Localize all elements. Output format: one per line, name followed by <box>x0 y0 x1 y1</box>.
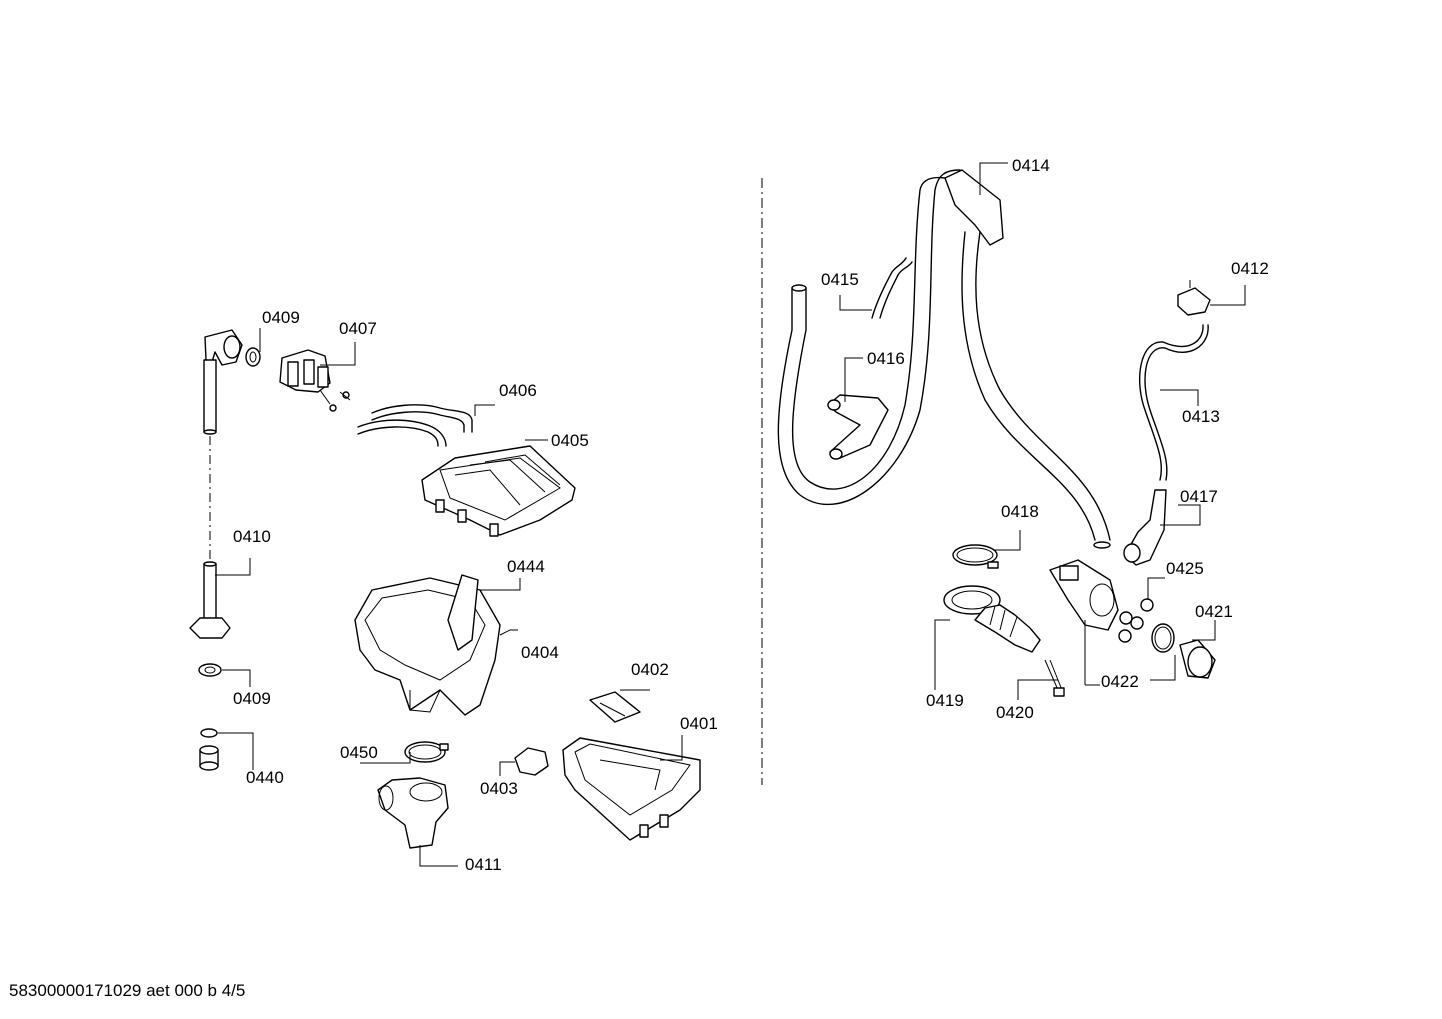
part-0417-air-trap[interactable] <box>1123 489 1167 566</box>
label-0421: 0421 <box>1195 602 1233 621</box>
label-0411: 0411 <box>465 855 502 874</box>
label-0419: 0419 <box>926 691 964 710</box>
part-0413-tube[interactable] <box>1138 324 1209 481</box>
label-0416: 0416 <box>867 349 905 368</box>
label-0414: 0414 <box>1012 156 1050 175</box>
part-0405-distributor[interactable] <box>421 445 576 537</box>
label-0406: 0406 <box>499 381 537 400</box>
label-0405: 0405 <box>551 431 589 450</box>
label-0402: 0402 <box>631 660 669 679</box>
part-0404-housing[interactable] <box>354 574 501 716</box>
part-0450-clamp[interactable] <box>404 741 449 763</box>
part-0422-pump[interactable] <box>1049 559 1119 631</box>
label-0410: 0410 <box>233 527 271 546</box>
label-0404: 0404 <box>521 643 559 662</box>
label-0415: 0415 <box>821 270 859 289</box>
part-0416-bracket[interactable] <box>827 394 889 460</box>
label-0403: 0403 <box>480 779 518 798</box>
part-0420-screw[interactable] <box>1044 659 1065 697</box>
part-0412-pressure-switch[interactable] <box>1177 280 1211 316</box>
part-0403-siphon[interactable] <box>514 747 549 776</box>
part-0419-bellows[interactable] <box>943 585 1041 653</box>
part-0418-clamp[interactable] <box>952 544 999 569</box>
part-0402-lever[interactable] <box>589 691 641 723</box>
document-footer-id: 58300000171029 aet 000 b 4/5 <box>9 981 246 1000</box>
label-0450: 0450 <box>340 743 378 762</box>
part-0414-hose[interactable] <box>944 169 1111 549</box>
label-0401: 0401 <box>680 714 718 733</box>
label-0417: 0417 <box>1180 487 1218 506</box>
label-0444: 0444 <box>507 557 545 576</box>
part-0415-drain-hose[interactable] <box>777 169 961 506</box>
label-0425: 0425 <box>1166 559 1204 578</box>
part-0406-hoses[interactable] <box>357 404 473 447</box>
label-0409-bottom: 0409 <box>233 689 271 708</box>
label-0409-top: 0409 <box>262 308 300 327</box>
part-0440-filter[interactable] <box>199 728 219 771</box>
part-0425-nuts[interactable] <box>1118 598 1154 643</box>
label-0422: 0422 <box>1101 672 1139 691</box>
part-0421-seal[interactable] <box>1151 623 1175 653</box>
part-0407-valve[interactable] <box>279 349 351 412</box>
leader-lines <box>215 162 1246 867</box>
part-0401-drawer[interactable] <box>562 737 701 841</box>
label-0440: 0440 <box>246 768 284 787</box>
part-0415-small-hose[interactable] <box>871 257 913 319</box>
label-0413: 0413 <box>1182 407 1220 426</box>
part-0409-elbow[interactable] <box>203 329 243 435</box>
part-0410-connector[interactable] <box>189 561 231 639</box>
part-0409-washer-top[interactable] <box>245 347 261 367</box>
part-0411-sump[interactable] <box>377 777 449 849</box>
label-0420: 0420 <box>996 703 1034 722</box>
label-0412: 0412 <box>1231 259 1269 278</box>
part-0421-filter[interactable] <box>1179 639 1216 679</box>
label-0407: 0407 <box>339 319 377 338</box>
label-0418: 0418 <box>1001 502 1039 521</box>
part-0409-washer-bottom[interactable] <box>198 663 222 677</box>
